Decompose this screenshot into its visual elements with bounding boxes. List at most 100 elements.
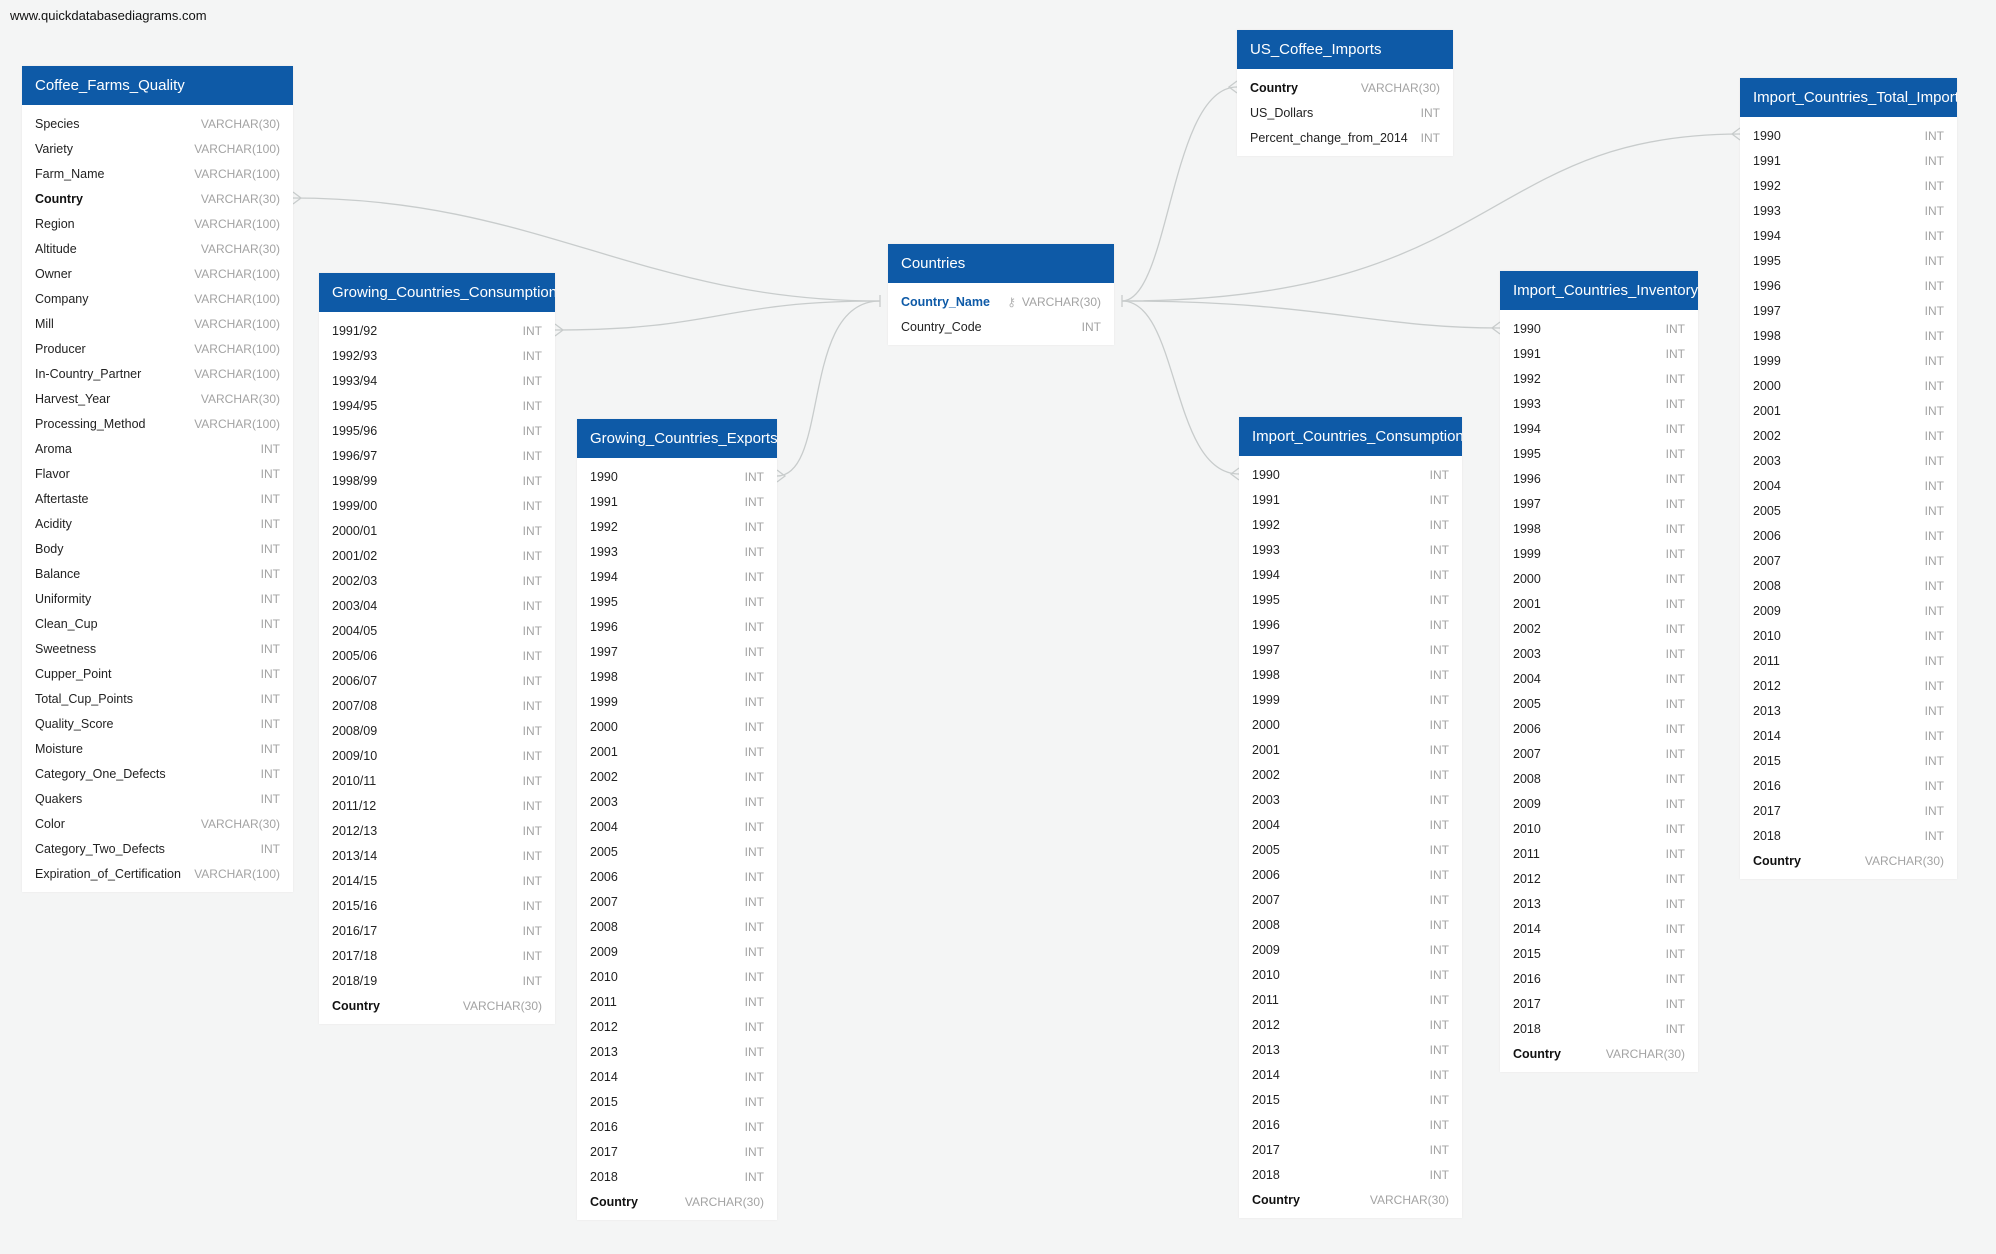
rel-import-consumption-line[interactable] — [1121, 300, 1240, 475]
field-row[interactable]: Country_Name⚷VARCHAR(30) — [888, 289, 1114, 314]
table-header[interactable]: Coffee_Farms_Quality — [22, 66, 293, 105]
rel-total-import-line[interactable] — [1121, 133, 1741, 302]
table-header[interactable]: US_Coffee_Imports — [1237, 30, 1453, 69]
site-url[interactable]: www.quickdatabasediagrams.com — [10, 8, 207, 23]
rel-farms-line[interactable] — [292, 197, 881, 302]
rel-growing-exports-line[interactable] — [776, 300, 881, 477]
